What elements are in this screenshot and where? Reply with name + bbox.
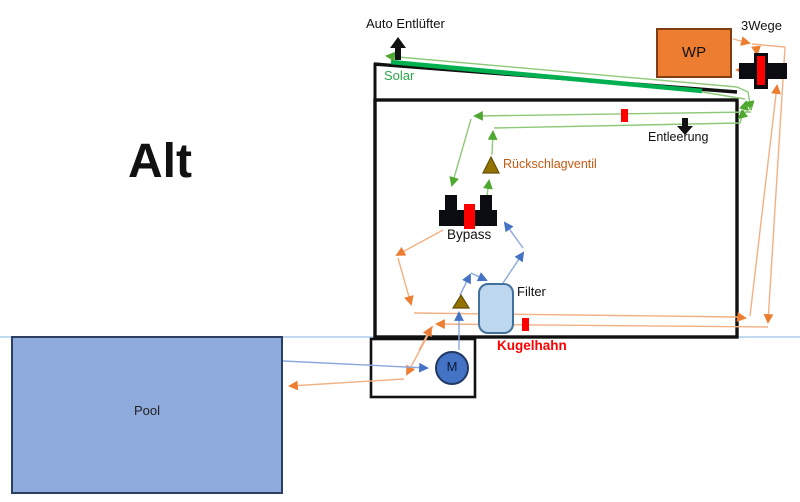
wp-riser-up: [749, 84, 781, 317]
to-filter-top: [470, 272, 488, 282]
kugelhahn-valve: [522, 318, 529, 331]
wp-label: WP: [681, 43, 707, 61]
solar-eaves-arrow: [737, 106, 753, 120]
black-up-arrow-icon: [390, 37, 406, 60]
wp-box: [656, 28, 732, 78]
bypass-to-checkvalve: [483, 179, 493, 197]
solar-return-line: [473, 110, 752, 121]
rueckschlagventil-label: Rückschlagventil: [503, 157, 597, 171]
entleerung-label: Entleerung: [648, 130, 709, 144]
filter-label: Filter: [517, 284, 546, 299]
check-valve-icon-solar: [482, 155, 500, 174]
black-down-arrow-icon: [677, 118, 693, 135]
bypass-down-zig2: [397, 257, 414, 306]
bypass-handle-red: [464, 204, 475, 229]
solar-return-drop: [736, 86, 755, 111]
filter-out-up: [502, 251, 525, 284]
pool-circuit-lines: [282, 221, 525, 373]
bypass-stub-left: [445, 195, 457, 211]
check-valve-icon-pump: [451, 293, 471, 309]
solar-vent-line: [385, 51, 738, 88]
return-to-pool: [288, 378, 405, 391]
pool-box: [11, 336, 283, 494]
pump-label: M: [446, 359, 458, 374]
diagram-title: Alt: [128, 135, 192, 188]
bypass-valve: [439, 195, 497, 229]
bypass-label: Bypass: [447, 227, 492, 242]
wp-supply-line: [413, 312, 747, 322]
filter-box: [478, 283, 514, 334]
bypass-down-zig1: [395, 229, 444, 256]
pump-circle: [435, 351, 469, 385]
three-way-handle-red: [757, 56, 765, 85]
return-diagonal-up-arrow: [418, 326, 432, 351]
pool-to-pump: [282, 360, 429, 373]
three-way-label: 3Wege: [741, 18, 782, 33]
auto-entlufter-label: Auto Entlüfter: [366, 16, 445, 31]
pool-label: Pool: [133, 403, 161, 418]
three-way-valve: [739, 53, 787, 89]
kugelhahn-label: Kugelhahn: [497, 338, 567, 353]
filter-to-bypass: [503, 221, 524, 249]
solar-label: Solar: [384, 68, 415, 83]
glyph-arrows: [390, 37, 693, 135]
wp-riser-down: [763, 46, 786, 324]
valve-red-solar-line: [621, 109, 628, 122]
valve-top-in: [751, 45, 761, 56]
solar-eaves-link: [701, 91, 746, 100]
solar-collector-bar: [390, 59, 703, 94]
wp-top-out: [732, 36, 751, 46]
checkvalve2-up: [459, 273, 471, 296]
solar-supply-line: [493, 100, 749, 129]
checkvalve-up-line: [487, 130, 498, 156]
bypass-stub-right: [480, 195, 492, 211]
wp-top-link: [751, 43, 786, 48]
house-box: [373, 98, 739, 339]
solar-circuit-lines: [385, 51, 755, 197]
solar-to-bypass-drop: [449, 118, 472, 187]
